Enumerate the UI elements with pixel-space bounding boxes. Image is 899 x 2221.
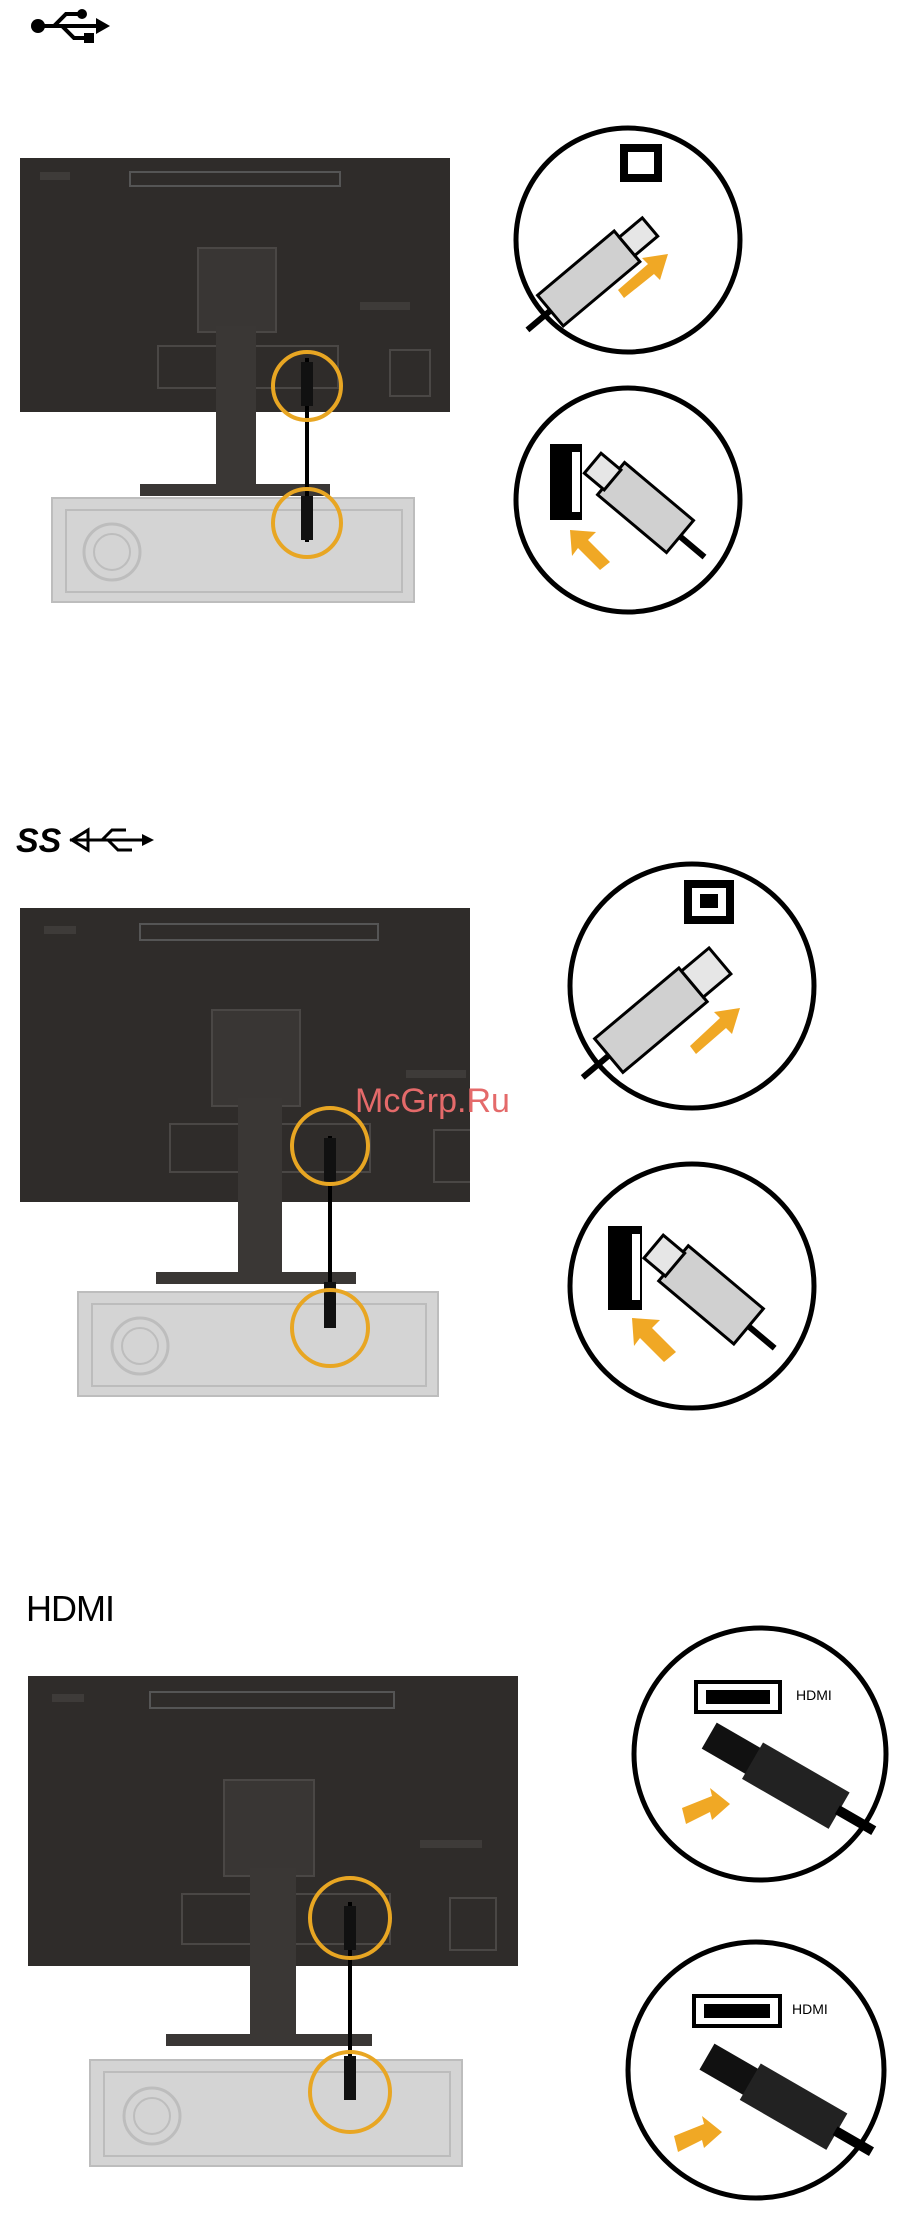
watermark: McGrp.Ru <box>355 1082 510 1121</box>
usb-b-connector-detail <box>500 120 760 360</box>
superspeed-usb-icon: SS <box>16 818 156 862</box>
hdmi-port-label: HDMI <box>792 2001 828 2017</box>
usb-icon <box>28 6 114 46</box>
hdmi-section-title: HDMI <box>26 1588 114 1630</box>
svg-text:SS: SS <box>16 822 62 860</box>
hdmi-pc-port-detail: HDMI <box>622 1930 898 2220</box>
usb3-a-connector-detail <box>554 1156 834 1416</box>
usb3-b-connector-detail <box>554 856 834 1116</box>
usb2-monitor-illustration <box>0 150 899 610</box>
hdmi-monitor-port-detail: HDMI <box>626 1620 896 1890</box>
usb-a-connector-detail <box>500 380 760 620</box>
hdmi-port-label: HDMI <box>796 1687 832 1703</box>
